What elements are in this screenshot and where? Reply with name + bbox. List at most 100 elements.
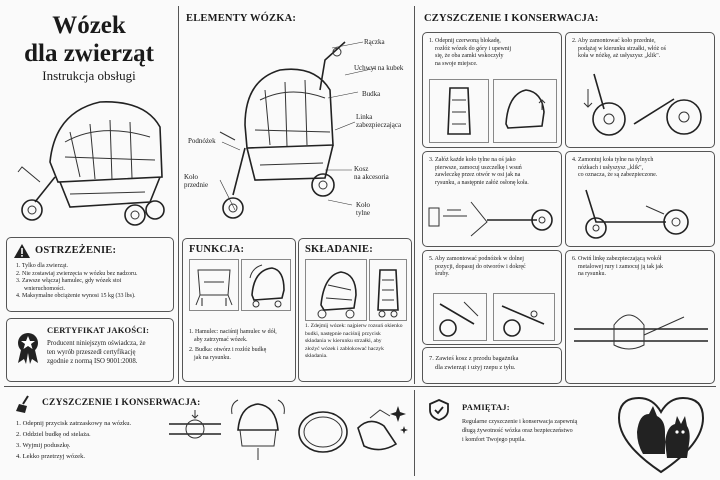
label-cabin: Budka xyxy=(362,90,381,98)
divider xyxy=(414,390,415,476)
step-line: co oznacza, że są zabezpieczone. xyxy=(578,172,658,178)
step-text: 2. Aby zamontować koło przednie, podążaj… xyxy=(572,38,712,61)
step-line: 5. Aby zamontować podnóżek w dolnej xyxy=(429,256,524,262)
folding-line: 1. Zdejmij wózek: najpierw rozsuń okienk… xyxy=(305,323,403,329)
certificate-title: CERTYFIKAT JAKOŚCI: xyxy=(47,325,150,335)
step-card-6: 6. Owiń linkę zabezpieczającą wokół meta… xyxy=(565,250,715,384)
cleaning-item: 2. Oddziel budkę od stelaża. xyxy=(16,431,91,438)
warning-item: 2. Nie zostawiaj zwierzęcia w wózku bez … xyxy=(16,270,138,277)
step-6-illustration xyxy=(574,314,708,350)
step-text: 4. Zamontuj koła tylne na tylnych nóżkac… xyxy=(572,157,712,180)
function-line: 1. Hamulec: naciśnij hamulec w dół, xyxy=(189,329,277,335)
step-card-1: 1. Odepnij czerwoną blokadę, rozłóż wóze… xyxy=(422,32,562,148)
stroller-parts-diagram xyxy=(219,41,346,219)
function-text: 1. Hamulec: naciśnij hamulec w dół, aby … xyxy=(189,329,293,362)
shield-check-icon xyxy=(429,399,449,421)
warning-item: 3. Zawsze włączaj hamulec, gdy wózek sto… xyxy=(16,278,122,284)
step-card-7: 7. Zawieś kosz z przodu bagażnika dla zw… xyxy=(422,347,562,384)
label-line: Koło xyxy=(184,173,198,181)
divider xyxy=(414,6,415,384)
warning-triangle-icon xyxy=(14,244,30,258)
step-text: 5. Aby zamontować podnóżek w dolnej pozy… xyxy=(429,256,559,279)
remember-title: PAMIĘTAJ: xyxy=(462,402,510,412)
remember-line: i komfort Twojego pupila. xyxy=(462,437,526,443)
pet-heart-logo xyxy=(617,396,705,474)
divider xyxy=(178,6,179,384)
step-line: 1. Odepnij czerwoną blokadę, xyxy=(429,38,501,44)
label-front-wheel: Koło przednie xyxy=(184,173,208,189)
canopy-illustration xyxy=(241,259,291,311)
label-line: tylne xyxy=(356,209,370,217)
title-line-2: dla zwierząt xyxy=(24,40,154,67)
warning-title: OSTRZEŻENIE: xyxy=(35,245,117,256)
step-3-illustration xyxy=(428,201,553,237)
step-line: rysunku, a następnie załóż osłonę koła. xyxy=(435,179,529,186)
remember-line: długą żywotność wózka oraz bezpieczeństw… xyxy=(462,428,573,434)
broom-icon xyxy=(16,395,29,413)
stroller-illustration xyxy=(17,101,165,226)
warning-item: 4. Maksymalne obciążenie wynosi 15 kg (3… xyxy=(16,293,136,299)
step-line: pozycji, dopasuj do otworów i dokręć xyxy=(435,263,526,270)
step-line: rozłóż wózek do góry i upewnij xyxy=(435,45,512,52)
folding-line: składania. xyxy=(305,353,328,359)
fold-step-1-illustration xyxy=(305,259,367,321)
step-line: 3. Załóż każde koło tylne na oś jako xyxy=(429,157,516,163)
cleaning-item: 4. Lekko przetrzyj wózek. xyxy=(16,453,86,460)
folding-title: SKŁADANIE: xyxy=(305,244,373,255)
label-handle: Rączka xyxy=(364,38,385,46)
certificate-box: CERTYFIKAT JAKOŚCI: Producent niniejszym… xyxy=(6,318,174,382)
label-rear-wheel: Koło tylne xyxy=(356,201,370,217)
step-text: 3. Załóż każde koło tylne na oś jako pie… xyxy=(429,157,559,187)
remember-line: Regularne czyszczenie i konserwacja zape… xyxy=(462,419,578,425)
fold-step-2-illustration xyxy=(369,259,407,321)
brake-illustration xyxy=(189,259,239,311)
step-card-5: 5. Aby zamontować podnóżek w dolnej pozy… xyxy=(422,250,562,345)
step-line: 7. Zawieś kosz z przodu bagażnika xyxy=(429,355,519,362)
step-card-4: 4. Zamontuj koła tylne na tylnych nóżkac… xyxy=(565,151,715,247)
function-box: FUNKCJA: 1. Hamulec: naciśnij hamulec w … xyxy=(182,238,296,382)
step-line: na rysunku. xyxy=(578,271,606,277)
label-footrest: Podnóżek xyxy=(188,137,216,145)
step-text: 6. Owiń linkę zabezpieczającą wokół meta… xyxy=(572,256,712,279)
function-line: aby zatrzymać wózek. xyxy=(194,336,248,343)
cleaning-item: 3. Wyjmij poduszkę. xyxy=(16,442,71,449)
wiping-cloth-illustration xyxy=(357,406,408,451)
step-line: pierwsze, zamocuj uszczelkę i wsuń xyxy=(435,164,522,171)
cleaning-list: 1. Odepnij przycisk zatrzaskowy na wózku… xyxy=(16,418,166,462)
folding-box: SKŁADANIE: 1. Zdejmij wózek: najpierw ro… xyxy=(298,238,412,382)
step-line: na swoje miejsce. xyxy=(435,60,478,67)
step-line: nóżkach i usłyszysz „klik", xyxy=(578,164,644,171)
label-cupholder: Uchwyt na kubek xyxy=(354,64,404,72)
function-line: 2. Budka: otwórz i rozłóż budkę xyxy=(189,347,267,353)
folding-line: budki, następnie naciśnij przycisk xyxy=(305,330,381,337)
step-text: 1. Odepnij czerwoną blokadę, rozłóż wóze… xyxy=(429,38,559,68)
step-1-illustration-b xyxy=(493,79,557,143)
step-line: 4. Zamontuj koła tylne na tylnych xyxy=(572,157,654,163)
canopy-remove-illustration xyxy=(231,399,285,460)
warning-list: 1. Tylko dla zwierząt. 2. Nie zostawiaj … xyxy=(16,263,171,301)
step-card-2: 2. Aby zamontować koło przednie, podążaj… xyxy=(565,32,715,148)
certificate-text: Producent niniejszym oświadcza, że ten w… xyxy=(47,339,172,366)
step-line: 2. Aby zamontować koło przednie, xyxy=(572,38,656,44)
folding-line: składania w kierunku strzałki, aby xyxy=(305,338,382,344)
warning-item: wnieruchomości. xyxy=(24,285,66,292)
divider xyxy=(4,386,716,387)
step-4-illustration xyxy=(585,189,689,239)
step-card-3: 3. Załóż każde koło tylne na oś jako pie… xyxy=(422,151,562,247)
step-line: się, że oba zamki wskoczyły xyxy=(435,53,504,59)
step-2-illustration xyxy=(583,73,702,136)
label-line: Linka xyxy=(356,113,373,121)
function-line: jak na rysunku. xyxy=(194,354,231,361)
step-text: 7. Zawieś kosz z przodu bagażnika dla zw… xyxy=(429,354,559,372)
maintenance-title: CZYSZCZENIE I KONSERWACJA: xyxy=(424,13,599,24)
warning-item: 1. Tylko dla zwierząt. xyxy=(16,263,68,269)
step-1-illustration-a xyxy=(429,79,489,143)
cleaning-item: 1. Odepnij przycisk zatrzaskowy na wózku… xyxy=(16,420,132,427)
folding-line: złożyć wózek i zablokować haczyk xyxy=(305,345,384,352)
remember-text: Regularne czyszczenie i konserwacja zape… xyxy=(462,418,612,445)
elements-title: ELEMENTY WÓZKA: xyxy=(186,13,297,24)
label-line: zabezpieczająca xyxy=(356,121,402,129)
warning-box: OSTRZEŻENIE: 1. Tylko dla zwierząt. 2. N… xyxy=(6,237,174,312)
certificate-line: Producent niniejszym oświadcza, że xyxy=(47,340,146,347)
subtitle: Instrukcja obsługi xyxy=(42,68,136,83)
